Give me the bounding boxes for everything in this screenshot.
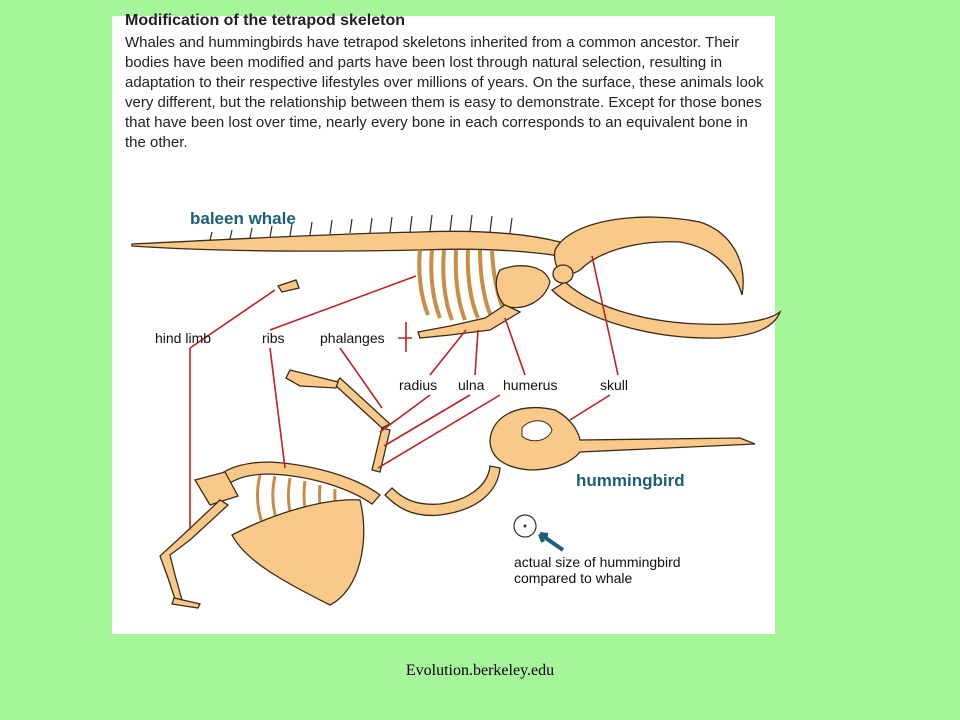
whale-ribs	[417, 249, 504, 321]
size-note-line1: actual size of hummingbird	[514, 554, 681, 570]
radius-pointer-whale	[429, 329, 467, 376]
whale-skull	[553, 216, 744, 296]
bird-eye-socket	[521, 420, 553, 442]
skull-pointer-bird	[569, 394, 611, 421]
actual-size-arrow-icon	[538, 532, 565, 552]
actual-size-circle	[513, 514, 537, 538]
bird-spine	[209, 461, 381, 505]
whale-spine	[131, 230, 561, 257]
humerus-pointer-whale	[504, 317, 526, 376]
whale-jaw-joint	[552, 264, 574, 284]
bird-pelvis	[193, 471, 239, 506]
ribs-pointer-bird	[269, 347, 286, 469]
whale-flipper	[417, 304, 522, 339]
whale-scapula	[495, 265, 551, 309]
bird-humerus	[371, 427, 391, 473]
actual-size-dot	[523, 524, 527, 528]
label-ribs: ribs	[262, 330, 285, 346]
phalanges-bracket	[398, 322, 412, 352]
label-hind-limb: hind limb	[155, 330, 211, 346]
whale-lower-jaw	[550, 281, 782, 339]
bird-skull	[489, 406, 756, 471]
bird-hand	[285, 369, 339, 389]
whale-vertebrae	[209, 214, 513, 241]
hind-limb-pointer-whale	[189, 289, 276, 349]
hummingbird-label: hummingbird	[576, 471, 685, 490]
label-skull: skull	[600, 377, 628, 393]
humerus-pointer-bird	[377, 394, 501, 469]
bird-forearm	[334, 377, 392, 429]
whale-skeleton	[131, 214, 782, 339]
hummingbird-skeleton	[159, 369, 756, 609]
pointer-lines	[189, 255, 619, 530]
whale-label: baleen whale	[190, 209, 296, 228]
bird-foot	[171, 597, 201, 609]
bird-sternum	[231, 499, 365, 606]
source-footer: Evolution.berkeley.edu	[405, 662, 555, 679]
label-phalanges: phalanges	[320, 330, 385, 346]
label-ulna: ulna	[458, 377, 485, 393]
panel-paragraph: Whales and hummingbirds have tetrapod sk…	[125, 34, 764, 151]
phalanges-pointer-bird	[339, 347, 383, 409]
whale-hind-limb	[276, 279, 300, 293]
label-radius: radius	[399, 377, 437, 393]
size-note-line2: compared to whale	[514, 570, 633, 586]
panel-title: Modification of the tetrapod skeleton	[125, 12, 406, 29]
ulna-pointer-whale	[474, 329, 479, 376]
skull-pointer-whale	[591, 255, 619, 376]
ulna-pointer-bird	[383, 394, 471, 447]
radius-pointer-bird	[379, 394, 431, 433]
ribs-pointer-whale	[269, 275, 417, 331]
label-humerus: humerus	[503, 377, 557, 393]
bird-leg	[159, 499, 230, 603]
bird-neck	[384, 465, 501, 517]
